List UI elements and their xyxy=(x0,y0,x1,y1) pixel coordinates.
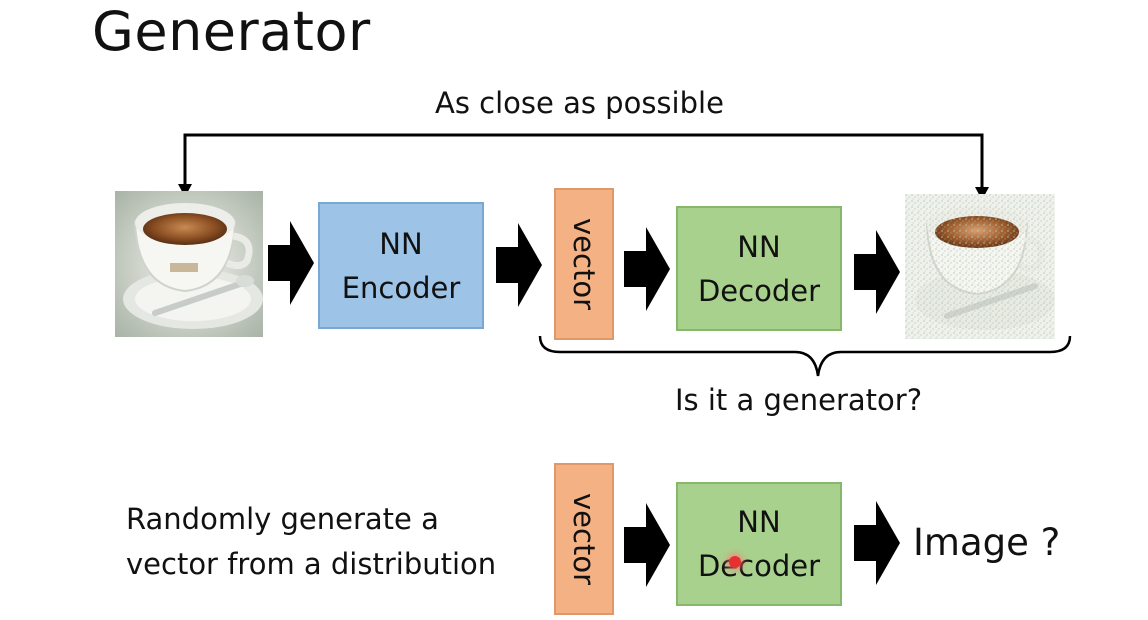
curly-brace xyxy=(538,335,1072,377)
coffee-cup-photo-icon xyxy=(115,191,263,337)
vector-box: vector xyxy=(554,188,614,340)
arrow-right-icon xyxy=(854,230,900,314)
bottom-text-line2: vector from a distribution xyxy=(126,547,497,581)
brace-caption: Is it a generator? xyxy=(675,383,923,417)
bottom-text-line1: Randomly generate a xyxy=(126,502,439,536)
input-image xyxy=(115,191,263,337)
slide-title: Generator xyxy=(92,0,371,63)
arrow-right-icon xyxy=(268,221,314,305)
arrow-right-icon xyxy=(624,227,670,311)
nn-encoder-box: NN Encoder xyxy=(318,202,484,329)
encoder-line1: NN xyxy=(379,226,423,261)
bottom-decoder-line1: NN xyxy=(737,505,781,539)
encoder-line2: Encoder xyxy=(341,270,461,305)
vector-label: vector xyxy=(567,218,602,310)
arrow-right-icon xyxy=(854,501,900,585)
top-caption: As close as possible xyxy=(435,86,724,120)
output-label: Image ? xyxy=(913,521,1061,564)
output-image xyxy=(905,194,1055,339)
bottom-vector-label: vector xyxy=(567,493,602,585)
bottom-decoder-line2: Decoder xyxy=(697,549,821,583)
arrow-right-icon xyxy=(496,223,542,307)
bottom-description: Randomly generate a vector from a distri… xyxy=(126,497,496,587)
pointer-dot-icon xyxy=(729,556,741,568)
nn-decoder-box: NN Decoder xyxy=(676,206,842,331)
decoder-line2: Decoder xyxy=(697,273,821,308)
bottom-vector-box: vector xyxy=(554,463,614,615)
noisy-coffee-cup-photo-icon xyxy=(905,194,1055,339)
decoder-line1: NN xyxy=(737,229,781,264)
bottom-nn-decoder-box: NN Decoder xyxy=(676,482,842,606)
arrow-right-icon xyxy=(624,503,670,587)
